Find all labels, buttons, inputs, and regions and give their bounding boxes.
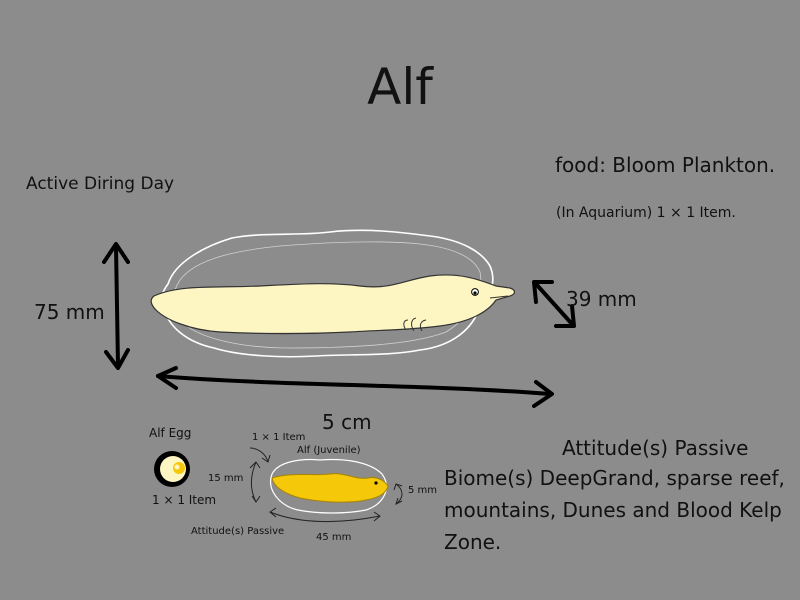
juvenile-thickness-label: 5 mm bbox=[408, 485, 438, 496]
length-label: 5 cm bbox=[322, 410, 372, 434]
juvenile-height-label: 15 mm bbox=[208, 473, 244, 484]
thickness-arrow bbox=[532, 280, 576, 328]
juvenile-attitude-label: Attitude(s) Passive bbox=[191, 526, 285, 537]
egg-size-label: 1 × 1 Item bbox=[152, 493, 217, 507]
juvenile-glow-outline bbox=[270, 458, 387, 514]
height-label: 75 mm bbox=[34, 300, 105, 324]
aquarium-size-label: (In Aquarium) 1 × 1 Item. bbox=[556, 205, 736, 221]
biome-label: Biome(s) DeepGrand, sparse reef, mountai… bbox=[444, 466, 785, 554]
juvenile-arrows bbox=[249, 447, 403, 523]
egg-icon bbox=[154, 451, 190, 487]
adult-body bbox=[150, 274, 516, 335]
juvenile-body bbox=[271, 473, 389, 503]
adult-gills bbox=[403, 317, 427, 332]
egg-label: Alf Egg bbox=[149, 426, 192, 440]
height-arrow bbox=[102, 242, 130, 370]
page-title: Alf bbox=[367, 58, 433, 116]
food-label: food: Bloom Plankton. bbox=[555, 153, 776, 177]
juvenile-name-label: Alf (Juvenile) bbox=[297, 445, 361, 456]
attitude-label: Attitude(s) Passive bbox=[562, 436, 749, 460]
thickness-label: 39 mm bbox=[566, 287, 637, 311]
juvenile-size-label: 1 × 1 Item bbox=[252, 432, 306, 443]
activity-label: Active Diring Day bbox=[26, 174, 175, 194]
length-arrow bbox=[156, 366, 554, 408]
juvenile-length-label: 45 mm bbox=[316, 532, 352, 543]
